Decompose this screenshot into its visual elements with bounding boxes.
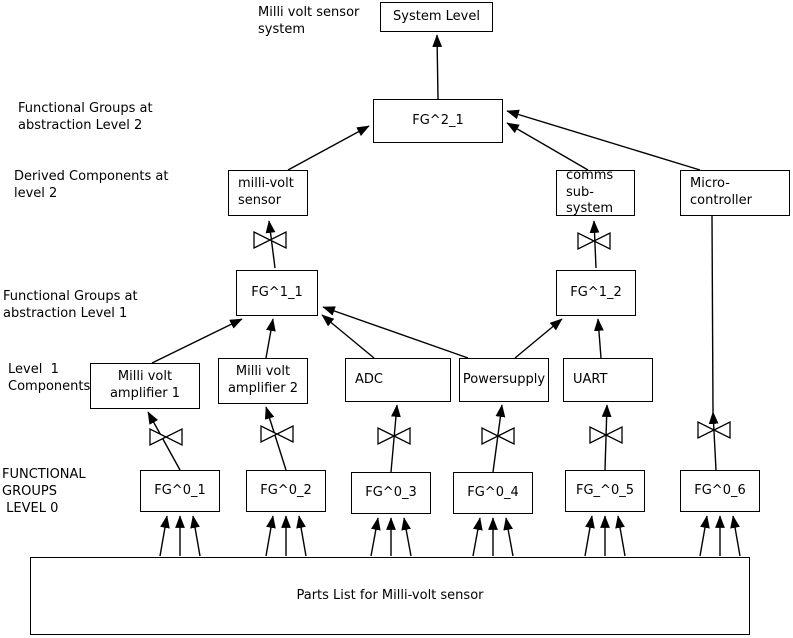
connector-line xyxy=(432,34,443,100)
connector-line xyxy=(151,318,243,364)
parts-arrow xyxy=(265,515,276,557)
bowtie-icon xyxy=(697,420,731,440)
parts-arrow xyxy=(159,515,170,557)
connector-line xyxy=(265,318,276,359)
parts-arrow xyxy=(370,517,381,557)
connector-line xyxy=(265,220,276,269)
bowtie-icon xyxy=(149,427,183,447)
parts-arrow xyxy=(296,515,307,557)
connector-line xyxy=(287,125,370,171)
connector-line xyxy=(589,220,600,269)
parts-arrow xyxy=(730,515,741,557)
node-fg0-3: FG^0_3 xyxy=(351,472,431,514)
label-level1-components: Level 1 Components xyxy=(8,362,91,395)
parts-arrow xyxy=(190,515,201,557)
node-amplifier-1: Milli volt amplifier 1 xyxy=(90,363,200,409)
connector-line xyxy=(322,306,469,359)
connector-line xyxy=(264,406,287,471)
bowtie-icon xyxy=(377,426,411,446)
node-powersupply: Powersupply xyxy=(459,358,549,402)
parts-arrow xyxy=(472,517,483,557)
parts-arrow xyxy=(699,515,710,557)
connector-line xyxy=(506,122,589,171)
node-fg0-4: FG^0_4 xyxy=(453,472,533,514)
parts-arrow xyxy=(401,517,412,557)
label-level2-derived: Derived Components at level 2 xyxy=(14,169,169,202)
label-level0-fg: FUNCTIONAL GROUPS LEVEL 0 xyxy=(2,467,86,517)
bowtie-icon xyxy=(481,426,515,446)
node-parts-list: Parts List for Milli-volt sensor xyxy=(30,557,750,635)
label-level1-fg: Functional Groups at abstraction Level 1 xyxy=(3,289,138,322)
node-uart: UART xyxy=(563,358,653,402)
label-system-caption: Milli volt sensor system xyxy=(258,5,360,38)
node-fg1-1: FG^1_1 xyxy=(236,270,318,316)
connector-line xyxy=(601,404,612,471)
connector-line xyxy=(514,318,563,359)
bowtie-icon xyxy=(253,230,287,250)
parts-arrow xyxy=(503,517,514,557)
connector-line xyxy=(708,411,719,471)
node-fg1-2: FG^1_2 xyxy=(556,270,636,316)
connector-line xyxy=(492,404,506,473)
node-fg0-2: FG^0_2 xyxy=(246,470,326,512)
node-fg0-1: FG^0_1 xyxy=(140,470,220,512)
bowtie-icon xyxy=(589,425,623,445)
node-comms-subsystem: comms sub-system xyxy=(556,168,635,216)
node-adc: ADC xyxy=(345,358,451,402)
label-level2-fg: Functional Groups at abstraction Level 2 xyxy=(18,101,153,134)
node-system-level: System Level xyxy=(380,2,493,32)
node-fg0-5: FG_^0_5 xyxy=(565,470,645,512)
connector-line xyxy=(594,318,604,359)
node-milli-volt-sensor: milli-volt sensor xyxy=(228,170,308,216)
connector-line xyxy=(506,109,701,171)
connector-line xyxy=(711,215,714,413)
parts-arrow xyxy=(615,515,626,557)
connector-line xyxy=(321,314,375,359)
bowtie-icon xyxy=(577,231,611,251)
node-amplifier-2: Milli volt amplifier 2 xyxy=(218,358,308,404)
connector-line xyxy=(147,411,181,471)
node-microcontroller: Micro- controller xyxy=(680,170,790,216)
parts-arrow xyxy=(584,515,595,557)
connector-line xyxy=(390,404,401,473)
node-fg2-1: FG^2_1 xyxy=(373,99,503,143)
node-fg0-6: FG^0_6 xyxy=(680,470,760,512)
bowtie-icon xyxy=(260,424,294,444)
